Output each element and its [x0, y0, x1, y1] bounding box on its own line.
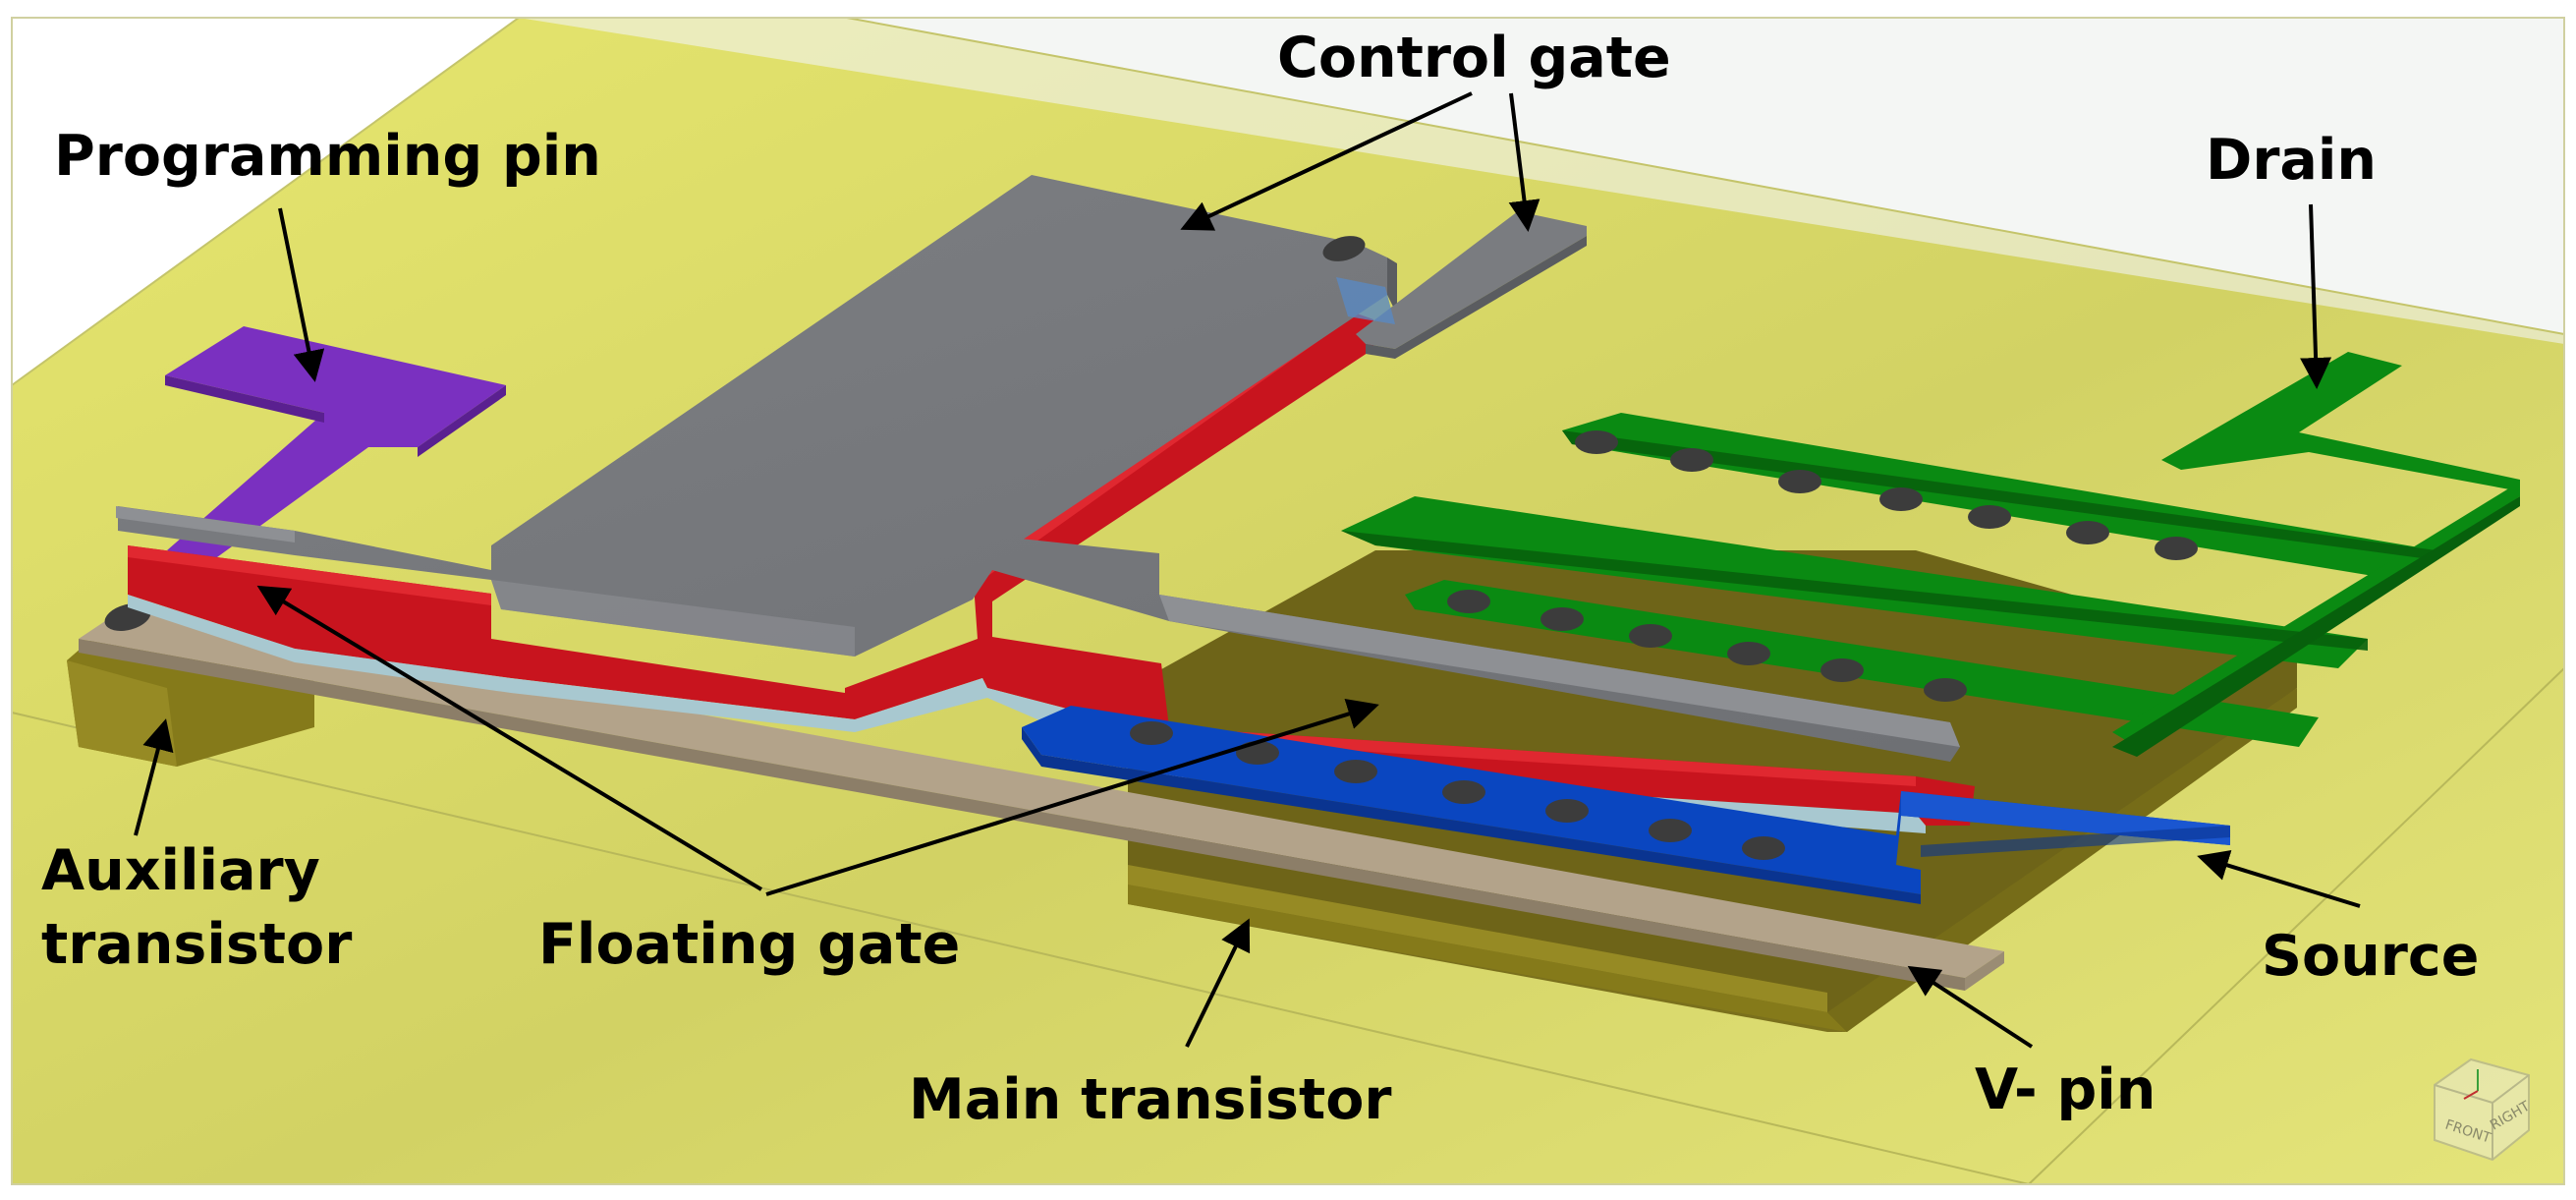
arrow-control-gate-pin	[1508, 92, 1540, 232]
vias	[1130, 430, 2198, 860]
arrow-source	[2197, 849, 2361, 908]
drain-shape	[1341, 352, 2520, 757]
control-gate-shape	[116, 175, 1960, 762]
arrow-floating-gate-aux	[256, 585, 763, 891]
arrow-control-gate-main	[1180, 91, 1473, 231]
label-drain: Drain	[2206, 128, 2377, 193]
label-v-minus-pin: V- pin	[1975, 1057, 2156, 1122]
labels: Control gate Programming pin Drain Auxil…	[41, 26, 2479, 1132]
arrow-v-minus-pin	[1907, 965, 2034, 1049]
arrows	[134, 91, 2361, 1049]
view-cube[interactable]: FRONT RIGHT	[2434, 1057, 2533, 1162]
source-shape	[1022, 706, 2230, 904]
label-control-gate: Control gate	[1277, 26, 1671, 90]
arrow-main-transistor	[1185, 918, 1251, 1048]
arrow-floating-gate-main	[765, 698, 1379, 896]
arrow-drain	[2300, 203, 2332, 389]
programming-pin-shape	[165, 326, 506, 565]
label-auxiliary-transistor-line1: Auxiliary	[41, 838, 320, 903]
label-auxiliary-transistor-line2: transistor	[41, 912, 352, 977]
label-main-transistor: Main transistor	[909, 1067, 1391, 1132]
label-source: Source	[2262, 924, 2479, 989]
arrow-programming-pin	[278, 207, 325, 382]
arrow-auxiliary-transistor	[134, 718, 174, 836]
label-programming-pin: Programming pin	[54, 124, 601, 189]
label-floating-gate: Floating gate	[538, 912, 960, 977]
